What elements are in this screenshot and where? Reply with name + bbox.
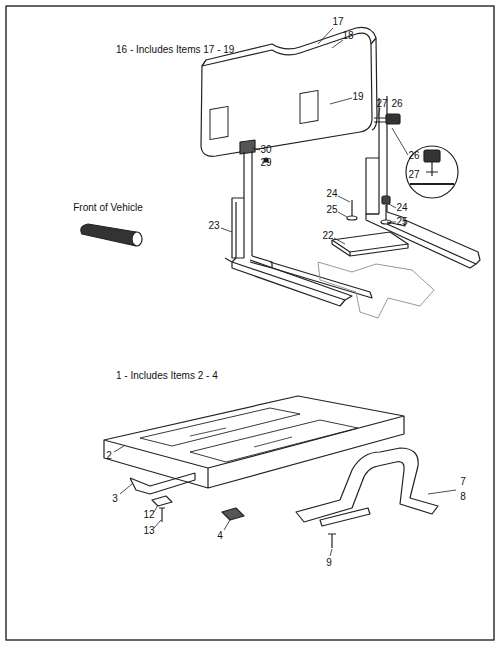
drawing-stroke [330,549,332,556]
callout-number: 19 [352,92,363,102]
drawing-stroke [424,150,440,162]
drawing-stroke [332,240,408,256]
drawing-stroke [338,196,350,202]
drawing-stroke [140,408,300,446]
drawing-stroke [330,98,352,104]
group-heading: 1 - Includes Items 2 - 4 [116,371,218,381]
callout-number: 22 [322,231,333,241]
drawing-stroke [382,196,390,204]
drawing-stroke [222,508,244,520]
drawing-stroke [405,220,480,264]
drawing-stroke [406,146,458,198]
drawing-stroke [318,262,434,318]
callout-number: 24 [326,189,337,199]
drawing-stroke [391,222,396,223]
callout-number: 24 [396,203,407,213]
callout-number: 26 [391,99,402,109]
drawing-stroke [132,232,142,246]
drawing-stroke [232,258,352,300]
drawing-stroke [190,420,358,462]
drawing-stroke [318,28,333,44]
drawing-stroke [389,204,396,208]
callout-number: 18 [342,31,353,41]
callout-number: 17 [332,17,343,27]
drawing-stroke [250,256,272,268]
drawing-stroke [347,216,357,220]
drawing-stroke [392,128,408,155]
drawing-stroke [232,198,244,258]
drawing-stroke [328,534,336,548]
callout-number: 29 [260,158,271,168]
callout-number: 25 [396,217,407,227]
drawing-stroke [190,428,292,447]
drawing-stroke [6,6,494,640]
callout-number: 12 [143,510,154,520]
drawing-stroke [154,505,158,512]
callout-number: 8 [460,492,466,502]
drawing-stroke [130,473,195,494]
drawing-stroke [210,106,228,139]
drawing-stroke [224,520,230,530]
callout-number: 4 [217,531,223,541]
drawing-stroke [81,224,138,246]
drawing-group [114,28,456,556]
callout-number: 3 [112,494,118,504]
drawing-stroke [104,396,404,468]
drawing-stroke [244,151,252,258]
callout-number: 9 [326,558,332,568]
drawing-stroke [152,496,172,506]
drawing-stroke [374,118,386,122]
drawing-stroke [114,446,124,452]
callout-number: 27 [408,170,419,180]
drawing-stroke [120,484,132,494]
direction-label: Front of Vehicle [73,203,142,213]
group-heading: 16 - Includes Items 17 - 19 [116,45,234,55]
drawing-stroke [300,90,318,123]
drawing-stroke [428,490,456,494]
drawing-stroke [296,448,438,522]
drawing-stroke [338,212,347,217]
drawing-stroke [366,158,379,214]
drawing-stroke [240,140,255,154]
callout-number: 27 [376,99,387,109]
drawing-stroke [320,508,370,526]
drawing-stroke [332,40,343,48]
callout-number: 23 [208,221,219,231]
callout-number: 2 [106,451,112,461]
drawing-stroke [159,508,165,522]
drawing-stroke [154,520,161,528]
drawing-stroke [410,183,454,185]
drawing-stroke [381,220,391,224]
drawing-group [6,6,494,640]
drawing-stroke [334,238,345,244]
callout-number: 7 [460,477,466,487]
drawing-stroke [426,162,438,176]
drawing-stroke [378,108,380,117]
callout-number: 25 [326,205,337,215]
drawing-stroke [252,148,260,150]
callout-number: 13 [143,526,154,536]
callout-number: 30 [260,145,271,155]
callout-number: 26 [408,151,419,161]
drawing-stroke [386,114,400,124]
drawing-stroke [221,228,232,232]
